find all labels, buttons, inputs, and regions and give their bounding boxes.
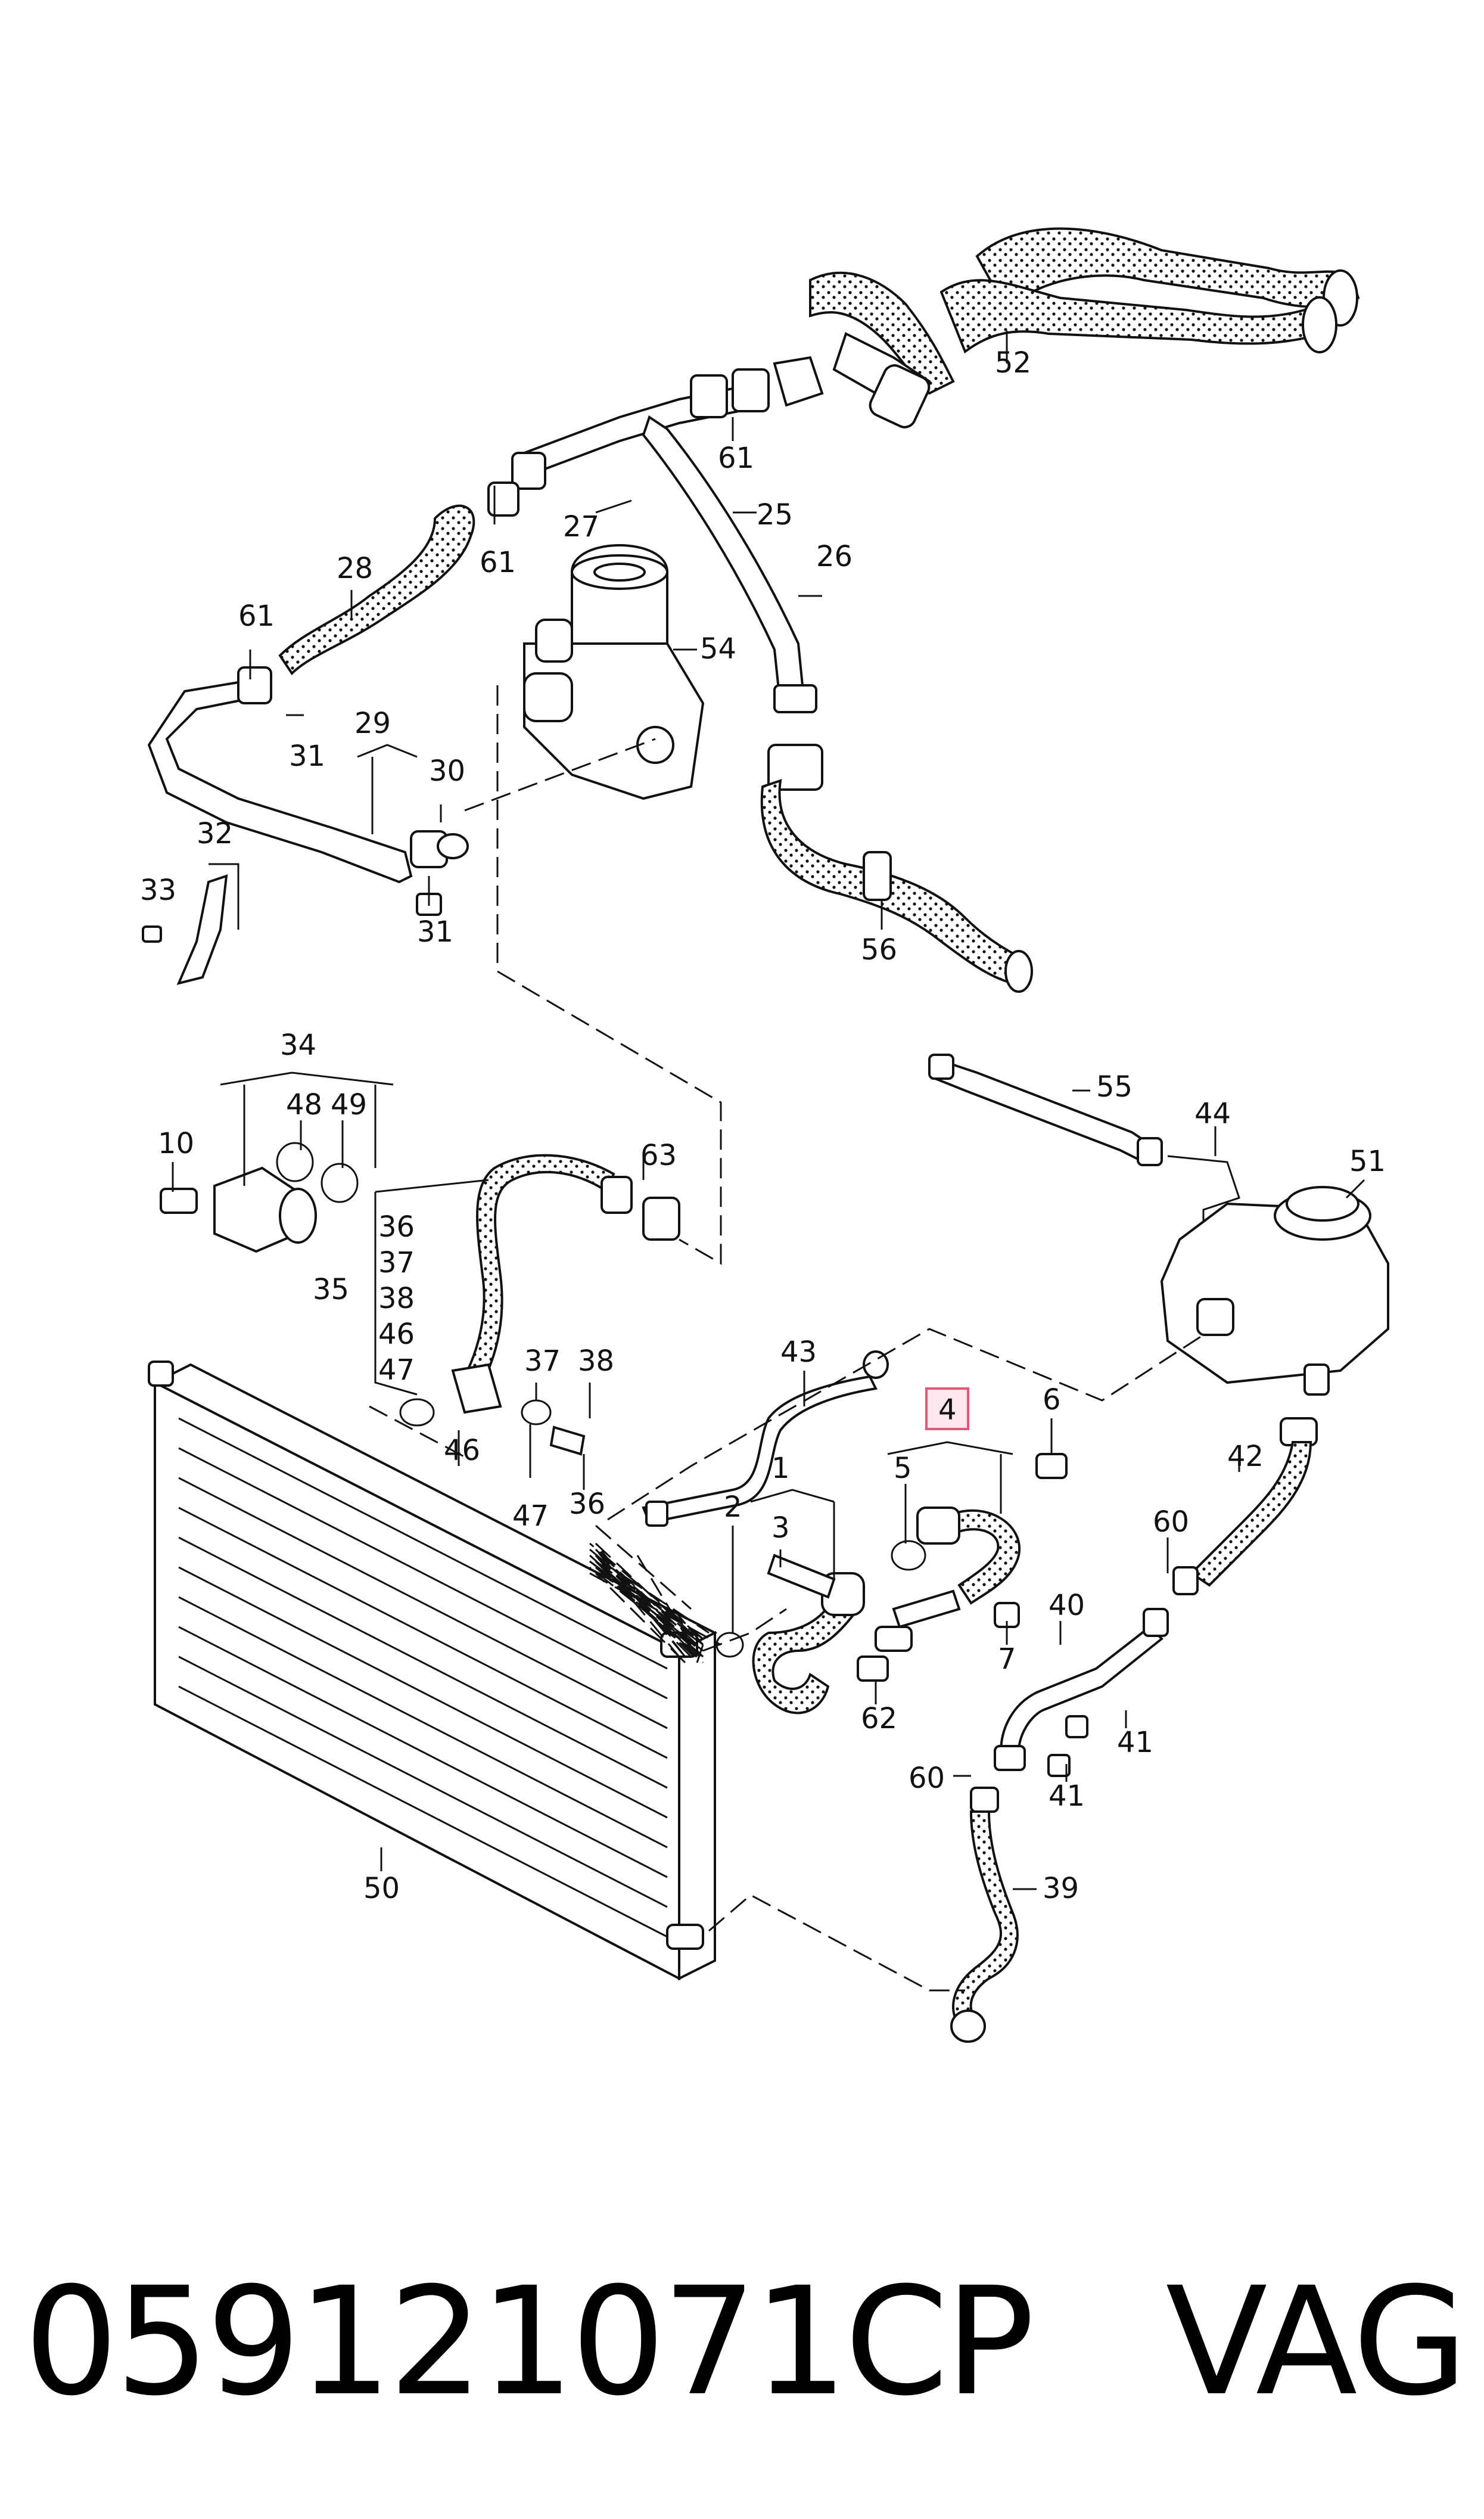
coolant-pipe-29 xyxy=(147,666,469,884)
callout-46a: 46 xyxy=(378,1318,415,1351)
radiator-50 xyxy=(148,1361,718,1981)
callout-39: 39 xyxy=(1043,1872,1079,1905)
footer: 059121071CP VAG xyxy=(24,2253,1468,2431)
callout-36a: 36 xyxy=(378,1210,415,1244)
flange-hose-4 xyxy=(857,1453,1068,1682)
radiator-fins xyxy=(178,1417,668,1938)
callout-6: 6 xyxy=(1043,1383,1061,1417)
callout-42: 42 xyxy=(1227,1440,1264,1473)
hose-28 xyxy=(278,504,475,676)
callout-labels: 52 61 61 61 27 25 26 28 54 31 29 30 32 3… xyxy=(140,346,1386,1905)
callout-60a: 60 xyxy=(1153,1505,1189,1539)
callout-5: 5 xyxy=(894,1452,912,1485)
callout-29: 29 xyxy=(354,707,391,740)
callout-31b: 31 xyxy=(417,915,453,949)
callout-38b: 38 xyxy=(578,1344,614,1378)
brand-name: VAG xyxy=(1165,2255,1468,2428)
callout-3: 3 xyxy=(771,1511,790,1545)
callout-46b: 46 xyxy=(444,1434,480,1467)
callout-60b: 60 xyxy=(909,1762,945,1795)
callout-30: 30 xyxy=(429,754,465,788)
callout-34: 34 xyxy=(280,1029,316,1062)
leader-lines xyxy=(160,331,1365,1890)
callout-55: 55 xyxy=(1096,1070,1133,1104)
callout-47a: 47 xyxy=(378,1353,415,1387)
callout-48: 48 xyxy=(286,1088,322,1122)
callout-50: 50 xyxy=(363,1872,400,1905)
callout-43: 43 xyxy=(780,1335,817,1369)
callout-37b: 37 xyxy=(524,1344,561,1378)
highlight-box-4 xyxy=(925,1387,969,1430)
part-number: 059121071CP xyxy=(24,2255,1035,2428)
callout-2: 2 xyxy=(724,1490,742,1524)
hose-56 xyxy=(760,779,1033,993)
callout-47b: 47 xyxy=(512,1499,549,1533)
callout-56: 56 xyxy=(861,933,897,967)
hose-42 xyxy=(1172,1441,1312,1595)
callout-31a: 31 xyxy=(289,740,325,773)
callout-28: 28 xyxy=(337,552,373,585)
callout-63: 63 xyxy=(640,1139,677,1172)
callout-61a: 61 xyxy=(718,442,754,475)
callout-1: 1 xyxy=(771,1452,790,1485)
heater-hose-assembly-52 xyxy=(773,227,1360,428)
callout-26: 26 xyxy=(816,540,853,573)
callout-41a: 41 xyxy=(1117,1726,1153,1759)
callout-44: 44 xyxy=(1194,1097,1231,1130)
sensor-housing-34 xyxy=(160,1142,359,1253)
callout-36b: 36 xyxy=(569,1487,605,1521)
callout-35: 35 xyxy=(313,1273,349,1306)
callout-41b: 41 xyxy=(1049,1779,1085,1813)
pipe-55 xyxy=(928,1054,1252,1235)
callout-10: 10 xyxy=(158,1127,194,1160)
bracket-32 xyxy=(142,874,442,985)
callout-49: 49 xyxy=(331,1088,367,1122)
pipe-43 xyxy=(642,1350,889,1527)
oil-filter-housing-54 xyxy=(523,544,705,800)
callout-25: 25 xyxy=(757,498,793,532)
callout-51: 51 xyxy=(1349,1145,1386,1178)
coolant-pipe-25 xyxy=(487,368,823,791)
connection-lines xyxy=(369,685,1204,1992)
callout-37a: 37 xyxy=(378,1246,415,1279)
callout-7: 7 xyxy=(998,1642,1016,1676)
callout-61b: 61 xyxy=(480,546,516,579)
callout-27: 27 xyxy=(563,510,599,543)
callout-40: 40 xyxy=(1049,1589,1085,1622)
callout-38a: 38 xyxy=(378,1282,415,1315)
callout-52: 52 xyxy=(995,346,1031,380)
expansion-tank-51 xyxy=(1160,1186,1389,1446)
callout-33: 33 xyxy=(140,874,176,907)
callout-61c: 61 xyxy=(238,600,275,633)
hose-1 xyxy=(715,1554,865,1714)
hose-39 xyxy=(950,1787,1019,2043)
callout-54: 54 xyxy=(700,632,736,666)
hose-35 xyxy=(399,1154,680,1456)
pipe-40 xyxy=(994,1608,1169,1777)
callout-62: 62 xyxy=(861,1702,897,1735)
callout-32: 32 xyxy=(197,817,233,850)
callout-4: 4 xyxy=(938,1393,957,1427)
